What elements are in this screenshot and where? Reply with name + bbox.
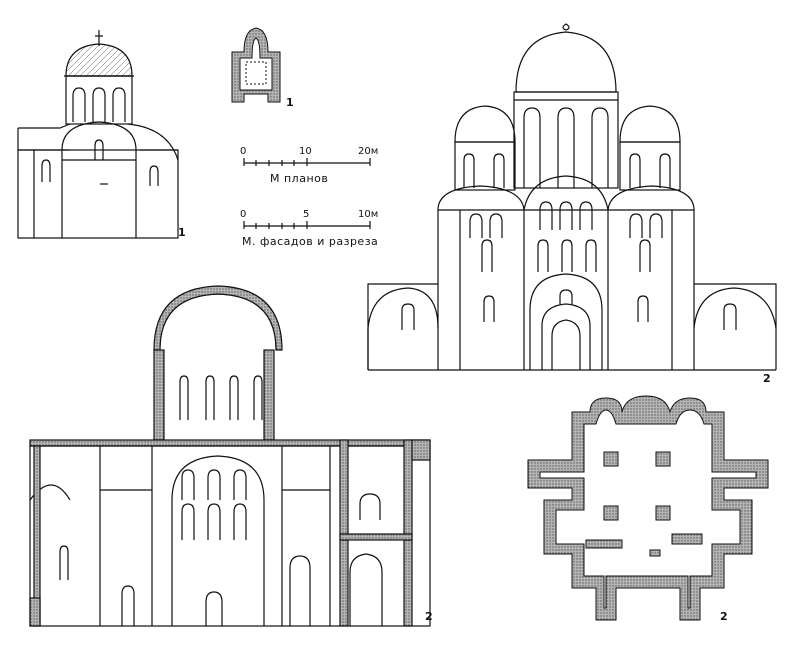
scale-plans-tick-0: 0 [240, 146, 247, 157]
scale-plans-tick-1: 10 [299, 146, 312, 157]
cathedral-facade [367, 23, 777, 371]
figure-label-small-church-facade: 1 [178, 226, 186, 239]
scale-facades-tick-0: 0 [240, 209, 247, 220]
figure-label-cathedral-plan: 2 [720, 610, 728, 623]
cathedral-plan [527, 395, 769, 621]
figure-label-cathedral-facade: 2 [763, 372, 771, 385]
scale-facades-tick-1: 5 [303, 209, 310, 220]
scale-facades-caption: М. фасадов и разреза [242, 235, 379, 248]
small-church-facade [17, 30, 179, 239]
cathedral-section [29, 285, 431, 627]
figure-label-cathedral-section: 2 [425, 610, 433, 623]
scale-bar-facades [243, 221, 371, 229]
scale-plans-caption: М планов [270, 172, 329, 185]
figure-label-small-church-plan: 1 [286, 96, 294, 109]
scale-bar-plans [243, 158, 371, 166]
small-church-plan [231, 27, 281, 103]
scale-plans-tick-2: 20м [358, 146, 379, 157]
scale-facades-tick-2: 10м [358, 209, 379, 220]
